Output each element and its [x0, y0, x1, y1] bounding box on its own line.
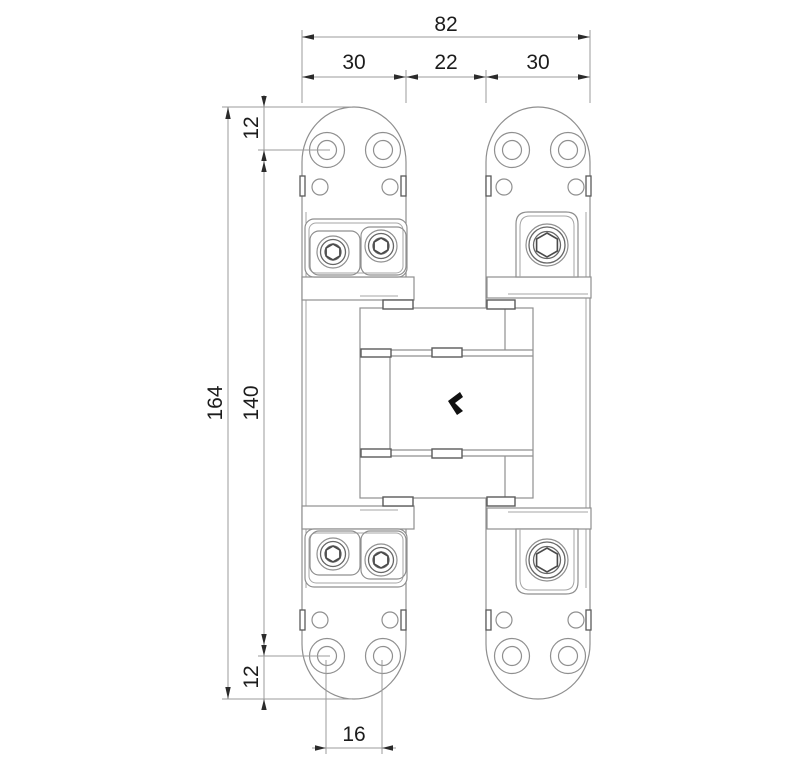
pin-hole — [495, 178, 513, 196]
dim-label-12-bottom: 12 — [240, 665, 263, 688]
right-top-crossbar — [486, 276, 592, 299]
body-center-tab — [431, 347, 463, 358]
pin-hole — [381, 611, 399, 629]
countersunk-hole — [549, 637, 587, 675]
pivot-housing-inner — [519, 529, 575, 591]
socket-screw-icon — [364, 229, 398, 263]
body-center-tab — [431, 448, 463, 459]
block-left-pocket — [309, 530, 361, 576]
edge-notch — [585, 175, 592, 197]
body-bottom-edge-tab — [382, 496, 414, 507]
block-right-pocket — [360, 226, 407, 276]
body-top-edge-tab — [486, 299, 516, 310]
edge-notch — [485, 175, 492, 197]
dim-label-140: 140 — [240, 385, 263, 420]
pin-hole — [311, 178, 329, 196]
dim-label-30-right: 30 — [526, 51, 549, 74]
pin-hole — [311, 611, 329, 629]
dim-label-82: 82 — [434, 13, 457, 36]
body-top-edge-tab — [382, 299, 414, 310]
edge-notch — [400, 609, 407, 631]
edge-notch — [400, 175, 407, 197]
dimension-bottom-hole-spacing: 16 — [312, 660, 396, 754]
pin-hole — [381, 178, 399, 196]
dimension-top-segments: 30 22 30 — [302, 51, 590, 103]
right-top-pivot-block — [486, 211, 592, 299]
central-hinge-body — [359, 299, 534, 507]
edge-notch — [585, 609, 592, 631]
edge-notch — [299, 175, 306, 197]
pivot-housing-inner — [519, 215, 575, 277]
block-right-pocket — [360, 530, 407, 580]
socket-screw-icon — [316, 537, 350, 571]
countersunk-hole — [549, 131, 587, 169]
dim-label-30-left: 30 — [342, 51, 365, 74]
edge-notch — [299, 609, 306, 631]
edge-notch — [485, 609, 492, 631]
right-bottom-crossbar — [486, 507, 592, 530]
socket-screw-icon — [364, 543, 398, 577]
body-left-band-plate — [360, 448, 392, 458]
block-outer — [304, 528, 408, 588]
chevron-logo-mark — [448, 392, 463, 415]
pin-hole — [495, 611, 513, 629]
pivot-housing — [515, 211, 579, 278]
dim-label-22: 22 — [434, 51, 457, 74]
body-left-band-plate — [360, 348, 392, 358]
block-left-pocket — [309, 230, 361, 276]
dim-label-164: 164 — [204, 385, 227, 420]
hex-screw-icon — [525, 223, 569, 267]
dimension-hole-span-and-offsets: 12 140 12 — [240, 95, 330, 710]
pin-hole — [567, 611, 585, 629]
countersunk-hole — [364, 131, 402, 169]
right-leaf-holes — [485, 131, 592, 675]
countersunk-hole — [364, 637, 402, 675]
block-outer — [304, 218, 408, 278]
left-bottom-adjuster-block — [301, 505, 415, 588]
socket-screw-icon — [316, 235, 350, 269]
body-bottom-edge-tab — [486, 496, 516, 507]
dim-label-16: 16 — [342, 723, 365, 746]
left-bottom-crossbar — [301, 505, 415, 530]
right-bottom-pivot-block — [486, 507, 592, 595]
dim-label-12-top: 12 — [240, 116, 263, 139]
left-top-crossbar — [301, 276, 415, 301]
dimension-overall-width: 82 — [301, 13, 591, 103]
countersunk-hole — [493, 131, 531, 169]
pin-hole — [567, 178, 585, 196]
dimension-overall-height: 164 — [204, 106, 352, 700]
body-outer — [359, 307, 534, 499]
hex-screw-icon — [525, 538, 569, 582]
left-top-adjuster-block — [301, 218, 415, 301]
countersunk-hole — [493, 637, 531, 675]
